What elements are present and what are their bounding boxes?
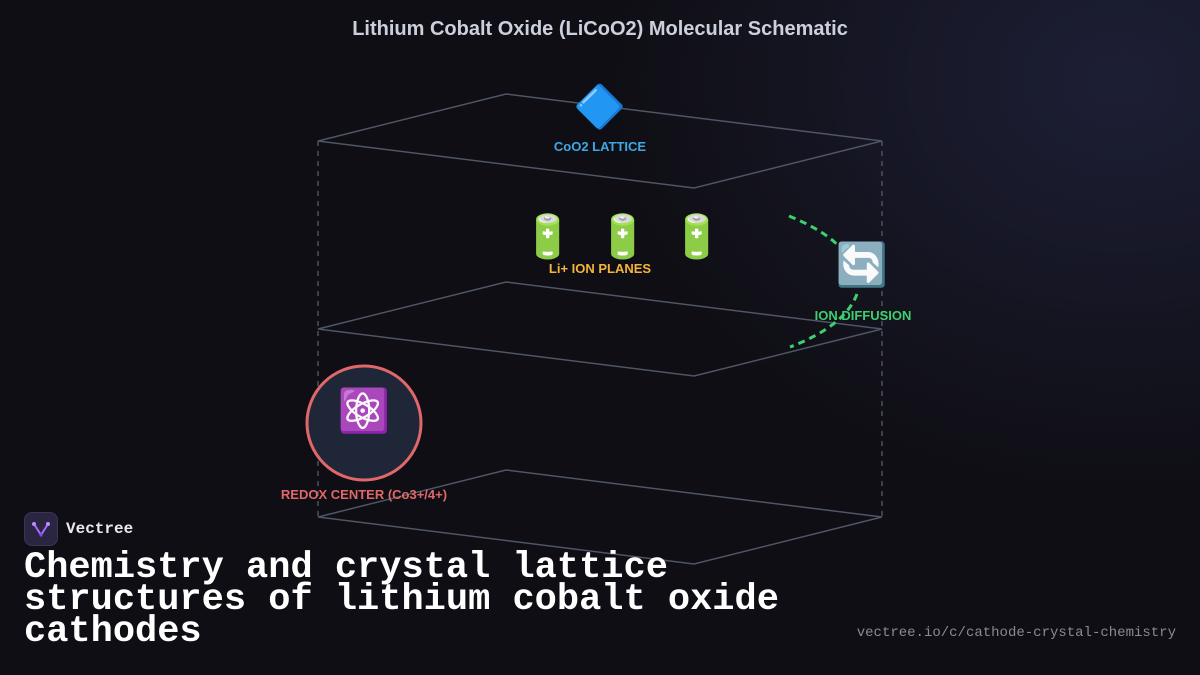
atom-icon: ⚛️ xyxy=(337,387,391,434)
battery-icon: 🔋 xyxy=(670,213,724,260)
diffusion-arc-upper xyxy=(788,214,844,251)
redox-label: REDOX CENTER (Co3+/4+) xyxy=(280,487,448,502)
diffusion-label: ION DIFFUSION xyxy=(814,308,912,323)
brand-name: Vectree xyxy=(66,520,134,538)
redox-center-circle xyxy=(305,364,423,482)
vectree-logo-icon xyxy=(24,512,58,546)
blue-diamond-icon: 🔷 xyxy=(573,83,627,130)
page-url[interactable]: vectree.io/c/cathode-crystal-chemistry xyxy=(856,625,1176,641)
middle-lattice-plane xyxy=(317,281,883,377)
arrows-cycle-icon: 🔄 xyxy=(835,241,889,288)
bottom-lattice-plane xyxy=(317,469,883,565)
ion-planes-label: Li+ ION PLANES xyxy=(548,261,652,276)
diffusion-arc-lower xyxy=(789,293,859,349)
brand: Vectree xyxy=(24,512,133,546)
headline: Chemistry and crystal lattice structures… xyxy=(24,547,779,653)
lattice-label: CoO2 LATTICE xyxy=(553,139,647,154)
battery-icon: 🔋 xyxy=(521,213,575,260)
diagram-title: Lithium Cobalt Oxide (LiCoO2) Molecular … xyxy=(352,18,848,40)
top-lattice-plane xyxy=(317,93,883,189)
battery-icon: 🔋 xyxy=(596,213,650,260)
